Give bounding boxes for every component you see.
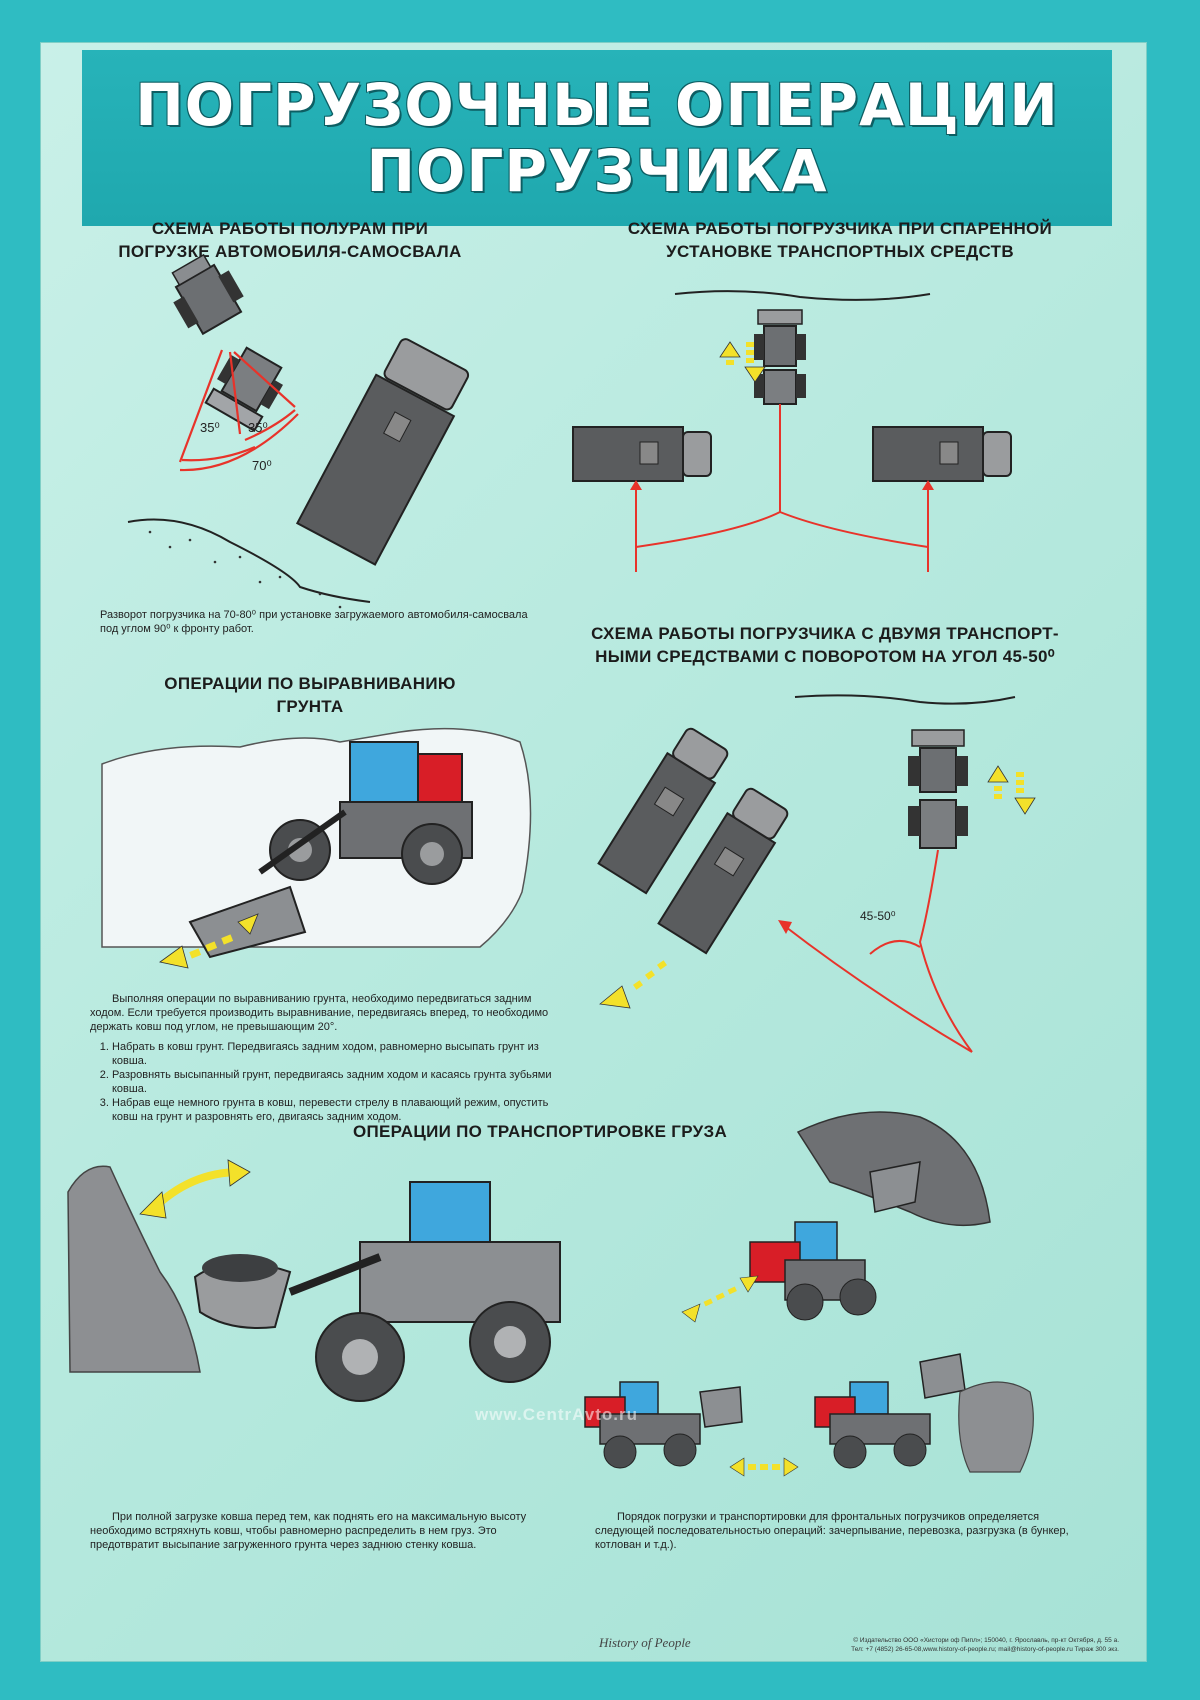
- paired-truck-right-icon: [872, 426, 1012, 482]
- two-vehicle-red-arrows: [781, 849, 973, 1053]
- section-paired-title-line1: СХЕМА РАБОТЫ ПОГРУЗЧИКА ПРИ СПАРЕННОЙ: [627, 219, 1053, 238]
- half-turn-caption: Разворот погрузчика на 70-80⁰ при устано…: [100, 608, 560, 636]
- ground-dots: [148, 530, 342, 609]
- transport-dashed-arrow-lower: [729, 1457, 799, 1477]
- angle-a-label: 35⁰: [200, 420, 220, 435]
- paired-loader-icon: [754, 309, 806, 405]
- footer: History of People © Издательство ООО «Хи…: [599, 1636, 1119, 1654]
- publisher-logo: History of People: [599, 1635, 691, 1650]
- transport-caption-left: При полной загрузке ковша перед тем, как…: [90, 1510, 560, 1558]
- leveling-step-3: Набрав еще немного грунта в ковш, переве…: [112, 1096, 560, 1124]
- leveling-step-2: Разровнять высыпанный грунт, передвигаяс…: [112, 1068, 560, 1096]
- leveling-step-1: Набрать в ковш грунт. Передвигаясь задни…: [112, 1040, 560, 1068]
- two-vehicle-angle-label: 45-50⁰: [860, 909, 896, 923]
- half-turn-caption-line1: Разворот погрузчика на 70-80⁰ при устано…: [100, 609, 528, 621]
- two-vehicle-direction-arrows: [987, 765, 1036, 815]
- transport-caption-right-text: Порядок погрузки и транспортировки для ф…: [595, 1511, 1069, 1551]
- watermark: www.CentrAvto.ru: [475, 1405, 639, 1424]
- paired-arrow-head-left: [630, 480, 642, 490]
- angle-arrows: [178, 349, 299, 472]
- angle-total-label: 70⁰: [252, 458, 272, 473]
- two-vehicle-exit-arrow: [599, 960, 667, 1009]
- transport-rock-left: [67, 1165, 201, 1373]
- half-turn-diagram: 35⁰ 35⁰ 70⁰: [67, 253, 1036, 1477]
- section-half-turn-title-line1: СХЕМА РАБОТЫ ПОЛУРАМ ПРИ: [151, 219, 429, 238]
- leveling-caption: Выполняя операции по выравниванию грунта…: [90, 992, 560, 1124]
- transport-dashed-arrow-upper: [681, 1275, 759, 1323]
- half-turn-caption-line2: под углом 90⁰ к фронту работ.: [100, 623, 254, 635]
- two-vehicle-truck-b-icon: [657, 787, 789, 955]
- transport-small-loader-right-icon: [814, 1353, 1034, 1473]
- leveling-direction-arrow: [159, 913, 259, 969]
- page-title-line2: ПОГРУЗЧИКА: [366, 137, 828, 205]
- title-band: ПОГРУЗОЧНЫЕ ОПЕРАЦИИ ПОГРУЗЧИКА: [82, 50, 1112, 226]
- paired-red-arrows: [635, 404, 929, 572]
- section-two-vehicles-title: СХЕМА РАБОТЫ ПОГРУЗЧИКА С ДВУМЯ ТРАНСПОР…: [540, 622, 1110, 668]
- leveling-intro: Выполняя операции по выравниванию грунта…: [90, 993, 549, 1033]
- angle-b-label: 35⁰: [248, 420, 268, 435]
- paired-ground-line: [674, 290, 931, 301]
- section-leveling-title-line1: ОПЕРАЦИИ ПО ВЫРАВНИВАНИЮ: [164, 674, 456, 693]
- dump-truck-tilted-icon: [295, 338, 470, 566]
- page-title-line1: ПОГРУЗОЧНЫЕ ОПЕРАЦИИ: [135, 71, 1059, 139]
- footer-line1: © Издательство ООО «Хистори оф Пипл»; 15…: [853, 1637, 1119, 1644]
- transport-caption-left-text: При полной загрузке ковша перед тем, как…: [90, 1511, 527, 1551]
- two-vehicle-truck-a-icon: [597, 727, 729, 895]
- section-two-vehicles-title-line1: СХЕМА РАБОТЫ ПОГРУЗЧИКА С ДВУМЯ ТРАНСПОР…: [591, 624, 1059, 643]
- section-paired-title-line2: УСТАНОВКЕ ТРАНСПОРТНЫХ СРЕДСТВ: [666, 242, 1014, 261]
- paired-arrow-head-right: [922, 480, 934, 490]
- paired-truck-left-icon: [572, 426, 712, 482]
- transport-caption-right: Порядок погрузки и транспортировки для ф…: [595, 1510, 1095, 1558]
- two-vehicle-arrow-head: [778, 920, 792, 934]
- section-transport-title: ОПЕРАЦИИ ПО ТРАНСПОРТИРОВКЕ ГРУЗА: [290, 1120, 790, 1143]
- section-leveling-title-line2: ГРУНТА: [276, 697, 344, 716]
- section-transport-title-text: ОПЕРАЦИИ ПО ТРАНСПОРТИРОВКЕ ГРУЗА: [352, 1122, 728, 1141]
- poster: ПОГРУЗОЧНЫЕ ОПЕРАЦИИ ПОГРУЗЧИКА СХЕМА РА…: [40, 42, 1147, 1662]
- transport-small-loader-left-icon: [584, 1381, 743, 1469]
- two-vehicle-ground-line: [794, 694, 1016, 705]
- footer-line2: Тел: +7 (4852) 26-65-08,www.history-of-p…: [851, 1646, 1119, 1653]
- shake-double-arrow: [139, 1159, 251, 1219]
- section-leveling-title: ОПЕРАЦИИ ПО ВЫРАВНИВАНИЮ ГРУНТА: [100, 672, 520, 718]
- ground-edge: [127, 518, 371, 603]
- leveling-loader-icon: [188, 741, 473, 959]
- leveling-steps: Набрать в ковш грунт. Передвигаясь задни…: [90, 1040, 560, 1124]
- two-vehicle-loader-icon: [908, 729, 968, 849]
- section-paired-title: СХЕМА РАБОТЫ ПОГРУЗЧИКА ПРИ СПАРЕННОЙ УС…: [560, 217, 1120, 263]
- loader-front-half-icon: [204, 346, 283, 433]
- transport-red-loader-upper-icon: [749, 1161, 921, 1321]
- paired-direction-arrows: [719, 341, 766, 383]
- loader-top-view-icon: [171, 253, 244, 336]
- transport-big-loader-icon: [193, 1181, 561, 1402]
- section-two-vehicles-title-line2: НЫМИ СРЕДСТВАМИ С ПОВОРОТОМ НА УГОЛ 45-5…: [595, 647, 1055, 666]
